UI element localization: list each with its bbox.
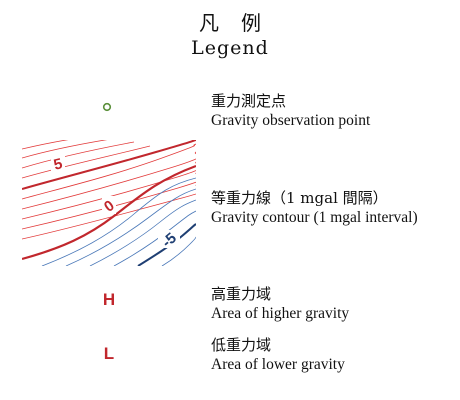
- high-gravity-label-en: Area of higher gravity: [211, 305, 350, 322]
- observation-point-icon: [102, 102, 112, 112]
- observation-point-label-ja: 重力測定点: [211, 92, 287, 110]
- contour-label: 等重力線（1 mgal 間隔） Gravity contour (1 mgal …: [211, 189, 418, 227]
- low-gravity-symbol: L: [103, 344, 115, 363]
- contour-label-ja: 等重力線（1 mgal 間隔）: [211, 189, 388, 207]
- observation-point-label-en: Gravity observation point: [211, 112, 371, 129]
- legend-title-ja: 凡例: [199, 11, 283, 35]
- low-gravity-label-en: Area of lower gravity: [211, 356, 345, 373]
- contour-label-en: Gravity contour (1 mgal interval): [211, 209, 418, 226]
- high-gravity-label-ja: 高重力域: [211, 285, 272, 303]
- low-gravity-label-ja: 低重力域: [211, 336, 272, 354]
- high-gravity-label: 高重力域 Area of higher gravity: [211, 285, 349, 323]
- high-gravity-symbol: H: [102, 290, 116, 309]
- contour-sample: 5 0 -5: [22, 140, 196, 266]
- observation-point-label: 重力測定点 Gravity observation point: [211, 92, 370, 130]
- contour-label-5: 5: [52, 155, 64, 174]
- low-gravity-label: 低重力域 Area of lower gravity: [211, 336, 345, 374]
- legend-title-en: Legend: [191, 37, 269, 59]
